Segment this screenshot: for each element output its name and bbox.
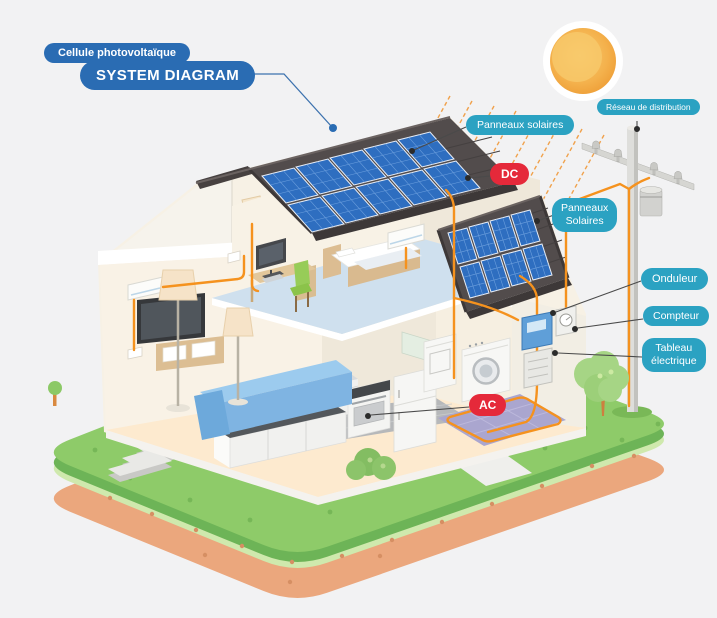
tree-tiny: [48, 381, 62, 406]
badge-dc-label: DC: [501, 167, 519, 181]
callout-reseau-distribution: Réseau de distribution: [597, 99, 700, 115]
transformer: [639, 186, 663, 217]
house-base-band: [106, 428, 586, 505]
diagram-title: SYSTEM DIAGRAM: [80, 61, 256, 90]
outlet-bedroom: [227, 250, 241, 264]
wire-dc: [444, 188, 456, 380]
washer: [461, 337, 511, 403]
callout-onduleur-label: Onduleur: [652, 273, 698, 285]
monitor: [256, 238, 286, 283]
badge-dc: DC: [490, 163, 530, 185]
ac-unit-bedroom: [387, 223, 425, 250]
floor-lamp-right: [222, 307, 254, 406]
badge-ac-label: AC: [479, 398, 497, 412]
keyboard: [262, 274, 284, 283]
callout-tableau-line1: Tableau: [655, 342, 693, 354]
callout-panneaux-second-line2: Solaires: [565, 215, 604, 227]
callout-compteur: Compteur: [643, 306, 710, 326]
callout-compteur-label: Compteur: [653, 310, 700, 322]
callout-panneaux-second-line1: Panneaux: [561, 202, 609, 214]
callout-onduleur: Onduleur: [641, 268, 709, 290]
tv: [137, 293, 205, 348]
insulators: [591, 140, 683, 185]
chair: [290, 260, 312, 312]
callout-tableau-electrique: Tableau électrique: [642, 338, 706, 372]
badge-ac: AC: [469, 394, 507, 416]
dryer: [423, 333, 457, 393]
callout-panneaux-solaires-second: Panneaux Solaires: [552, 198, 618, 232]
callout-tableau-line2: électrique: [651, 355, 697, 367]
bush: [346, 448, 396, 480]
electric-meter: [555, 305, 577, 337]
inverter-unit: [521, 311, 553, 351]
soil-speckles: [107, 453, 637, 585]
callout-cellule-photovoltaique: Cellule photovoltaïque: [44, 43, 190, 63]
gable-wall: [98, 178, 232, 257]
outlet: [127, 346, 143, 360]
leader-dot-title: [329, 124, 337, 132]
pole: [627, 128, 638, 412]
diagram-title-label: SYSTEM DIAGRAM: [96, 67, 240, 84]
utility-pole: [581, 125, 695, 418]
house: [98, 116, 651, 505]
callout-reseau-label: Réseau de distribution: [606, 102, 691, 112]
stove: [347, 379, 391, 439]
breaker-panel: [523, 347, 553, 389]
callout-cellule-label: Cellule photovoltaïque: [58, 47, 176, 59]
tv-console: [156, 336, 224, 371]
utility-room: [423, 333, 511, 403]
callout-panneaux-solaires-main: Panneaux solaires: [466, 115, 575, 135]
callout-panneaux-main-label: Panneaux solaires: [477, 119, 564, 131]
tree-small-right: [574, 351, 629, 416]
sun-icon: [543, 21, 623, 101]
